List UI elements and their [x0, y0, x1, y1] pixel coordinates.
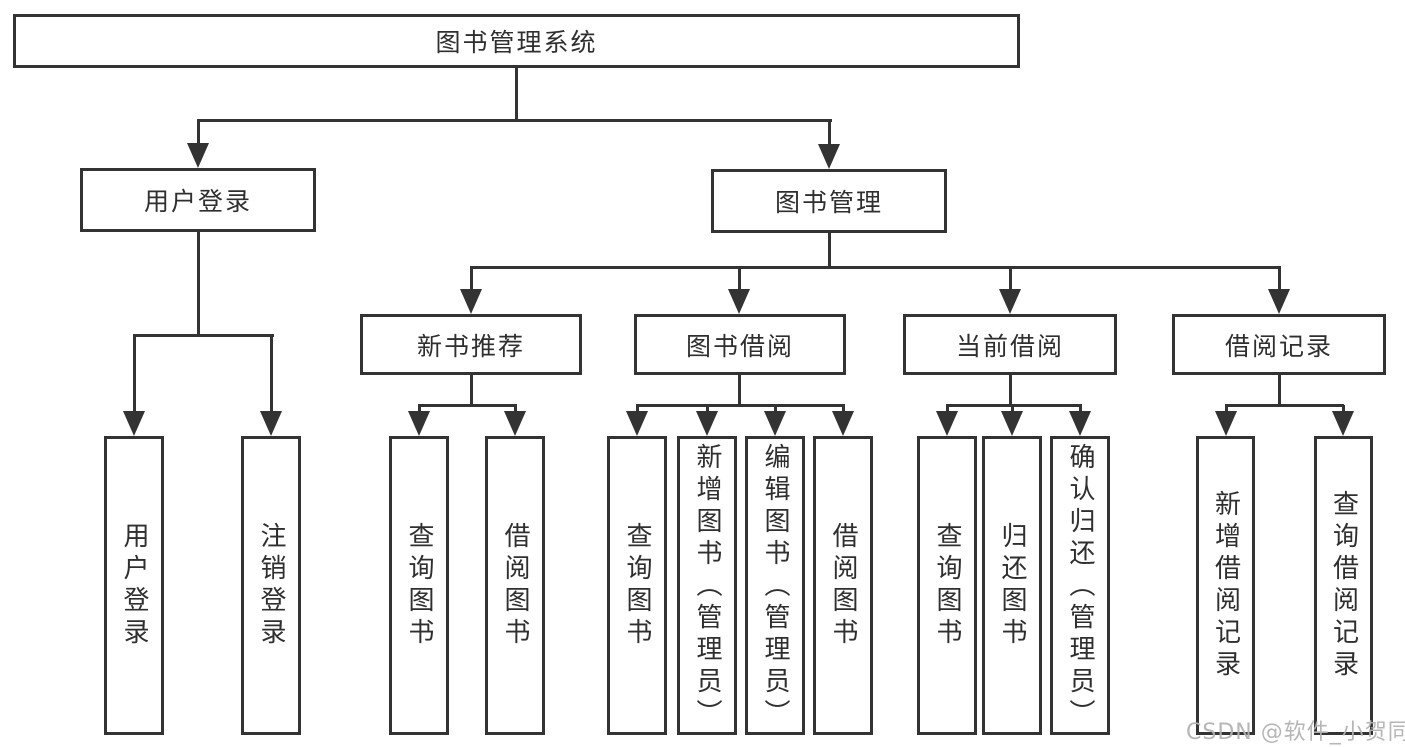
arrowhead-confirm-return-icon [1069, 411, 1091, 436]
connector-drop-borrow-book-1 [514, 405, 517, 414]
connector-root-stem [515, 66, 518, 122]
connector-new-book-rec-hline [418, 404, 517, 407]
node-leaf-query-record: 查询借阅记录 [1314, 436, 1373, 735]
node-leaf-query-book-1: 查询图书 [389, 436, 449, 735]
connector-borrow-record-stem [1278, 373, 1281, 407]
node-borrow-record: 借阅记录 [1172, 314, 1386, 375]
connector-drop-query-record [1342, 405, 1345, 414]
node-leaf-return-book: 归还图书 [982, 436, 1042, 735]
node-leaf-confirm-return: 确认归还（管理员） [1050, 436, 1110, 735]
connector-drop-add-record [1225, 405, 1228, 414]
node-leaf-borrow-book-2: 借阅图书 [813, 436, 873, 735]
node-leaf-add-book-label: 新增图书（管理员） [692, 443, 722, 731]
arrowhead-book-mgmt-icon [818, 144, 840, 169]
connector-user-login-stem [197, 229, 200, 337]
node-leaf-return-book-label: 归还图书 [997, 521, 1027, 650]
node-leaf-query-book-2-label: 查询图书 [622, 521, 652, 650]
node-root-label: 图书管理系统 [435, 28, 598, 57]
connector-drop-leaf-logout [270, 335, 273, 413]
connector-book-borrow-hline [636, 404, 845, 407]
node-new-book-rec-label: 新书推荐 [416, 331, 525, 361]
node-book-mgmt-label: 图书管理 [774, 188, 883, 217]
arrowhead-edit-book-icon [764, 411, 786, 436]
node-leaf-edit-book-label: 编辑图书（管理员） [760, 443, 790, 731]
connector-borrow-record-hline [1225, 404, 1344, 407]
node-leaf-logout-label: 注销登录 [256, 521, 286, 650]
arrowhead-current-borrow-icon [999, 289, 1021, 314]
connector-drop-query-book-1 [418, 405, 421, 414]
node-user-login-label: 用户登录 [143, 187, 252, 216]
connector-drop-book-borrow [738, 267, 741, 291]
arrowhead-add-book-icon [696, 411, 718, 436]
node-leaf-user-login-label: 用户登录 [119, 521, 149, 650]
connector-book-borrow-stem [738, 373, 741, 407]
connector-drop-leaf-user-login [133, 335, 136, 413]
arrowhead-query-book-2-icon [626, 411, 648, 436]
arrowhead-new-book-rec-icon [460, 289, 482, 314]
arrowhead-return-book-icon [1001, 411, 1023, 436]
arrowhead-borrow-book-1-icon [504, 411, 526, 436]
node-leaf-add-record-label: 新增借阅记录 [1210, 489, 1241, 682]
arrowhead-query-book-3-icon [936, 411, 958, 436]
connector-user-login-hline [133, 334, 274, 337]
arrowhead-borrow-record-icon [1268, 289, 1290, 314]
arrowhead-query-book-1-icon [408, 411, 430, 436]
connector-current-borrow-hline [946, 404, 1082, 407]
connector-book-mgmt-stem [828, 230, 831, 269]
node-leaf-query-book-1-label: 查询图书 [404, 521, 434, 650]
connector-drop-current-borrow [1009, 267, 1012, 291]
node-leaf-confirm-return-label: 确认归还（管理员） [1065, 443, 1095, 731]
node-leaf-logout: 注销登录 [241, 436, 301, 735]
connector-drop-book-mgmt [828, 120, 831, 146]
connector-current-borrow-stem [1009, 373, 1012, 407]
connector-drop-borrow-record [1278, 267, 1281, 291]
node-leaf-add-book: 新增图书（管理员） [677, 436, 737, 735]
arrowhead-leaf-user-login-icon [123, 411, 145, 436]
csdn-watermark: CSDN @软件_小贺同学 [1186, 720, 1405, 745]
node-book-borrow: 图书借阅 [634, 314, 846, 375]
connector-drop-query-book-3 [946, 405, 949, 414]
arrowhead-user-login-icon [187, 143, 209, 168]
connector-drop-user-login [197, 120, 200, 146]
node-leaf-query-book-3-label: 查询图书 [932, 521, 962, 650]
connector-book-mgmt-hline [470, 266, 1281, 269]
node-leaf-borrow-book-1: 借阅图书 [485, 436, 545, 735]
node-leaf-query-book-3: 查询图书 [917, 436, 977, 735]
connector-drop-edit-book [774, 405, 777, 414]
node-leaf-borrow-book-2-label: 借阅图书 [828, 521, 858, 650]
arrowhead-borrow-book-2-icon [832, 411, 854, 436]
node-current-borrow: 当前借阅 [903, 314, 1117, 375]
node-leaf-borrow-book-1-label: 借阅图书 [500, 521, 530, 650]
node-borrow-record-label: 借阅记录 [1224, 331, 1333, 361]
node-leaf-user-login: 用户登录 [104, 436, 164, 735]
connector-drop-add-book [706, 405, 709, 414]
connector-drop-borrow-book-2 [842, 405, 845, 414]
arrowhead-book-borrow-icon [728, 289, 750, 314]
connector-drop-query-book-2 [636, 405, 639, 414]
connector-drop-return-book [1011, 405, 1014, 414]
arrowhead-leaf-logout-icon [260, 411, 282, 436]
node-user-login: 用户登录 [80, 168, 316, 232]
node-book-borrow-label: 图书借阅 [685, 331, 794, 361]
arrowhead-add-record-icon [1215, 411, 1237, 436]
connector-drop-confirm-return [1079, 405, 1082, 414]
node-leaf-edit-book: 编辑图书（管理员） [745, 436, 805, 735]
arrowhead-query-record-icon [1332, 411, 1354, 436]
node-new-book-rec: 新书推荐 [360, 314, 582, 375]
node-leaf-add-record: 新增借阅记录 [1196, 436, 1255, 735]
connector-new-book-rec-stem [470, 373, 473, 407]
node-leaf-query-book-2: 查询图书 [607, 436, 667, 735]
node-leaf-query-record-label: 查询借阅记录 [1328, 489, 1359, 682]
connector-root-hline [197, 119, 832, 122]
node-book-mgmt: 图书管理 [711, 169, 947, 233]
node-root: 图书管理系统 [13, 14, 1020, 68]
node-current-borrow-label: 当前借阅 [955, 331, 1064, 361]
connector-drop-new-book-rec [470, 267, 473, 291]
